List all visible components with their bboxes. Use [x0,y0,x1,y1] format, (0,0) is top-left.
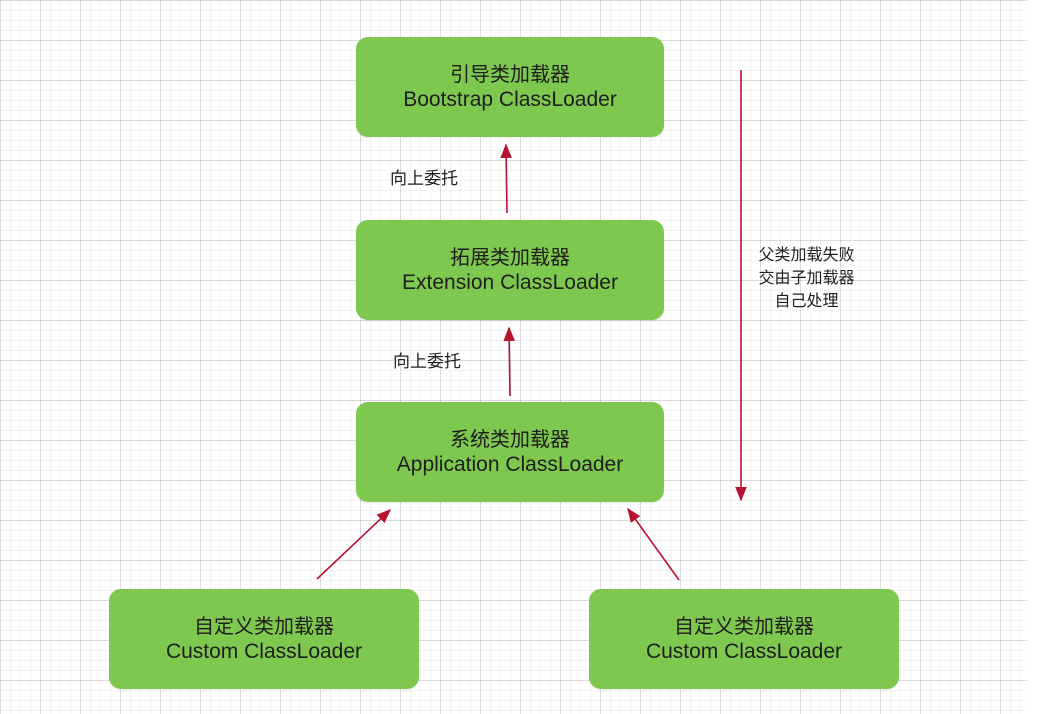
edge-label-lower-delegation: 向上委托 [393,352,461,372]
side-note-fallback: 父类加载失败 交由子加载器 自己处理 [744,243,869,312]
node-custom-right-en: Custom ClassLoader [645,640,843,663]
node-custom-classloader-left: 自定义类加载器 Custom ClassLoader [109,589,419,689]
node-custom-left-en: Custom ClassLoader [165,640,363,663]
arrow-custom-right-to-application [627,507,680,581]
side-note-line-2: 交由子加载器 [758,268,855,287]
node-custom-right-zh: 自定义类加载器 [674,614,814,638]
arrow-application-to-extension [503,326,515,397]
node-application-classloader: 系统类加载器 Application ClassLoader [356,402,664,502]
node-extension-zh: 拓展类加载器 [450,245,570,269]
node-custom-left-zh: 自定义类加载器 [194,614,334,638]
node-bootstrap-zh: 引导类加载器 [450,62,570,86]
node-application-en: Application ClassLoader [396,453,624,476]
node-bootstrap-en: Bootstrap ClassLoader [403,88,617,111]
node-extension-classloader: 拓展类加载器 Extension ClassLoader [356,220,664,320]
node-extension-en: Extension ClassLoader [402,271,618,294]
side-note-line-1: 父类加载失败 [758,245,855,264]
arrow-extension-to-bootstrap [500,143,512,214]
node-custom-classloader-right: 自定义类加载器 Custom ClassLoader [589,589,899,689]
edge-label-upper-delegation: 向上委托 [390,169,458,189]
arrow-custom-left-to-application [316,509,392,580]
node-bootstrap-classloader: 引导类加载器 Bootstrap ClassLoader [356,37,664,137]
side-note-line-3: 自己处理 [774,291,839,310]
node-application-zh: 系统类加载器 [450,427,570,451]
